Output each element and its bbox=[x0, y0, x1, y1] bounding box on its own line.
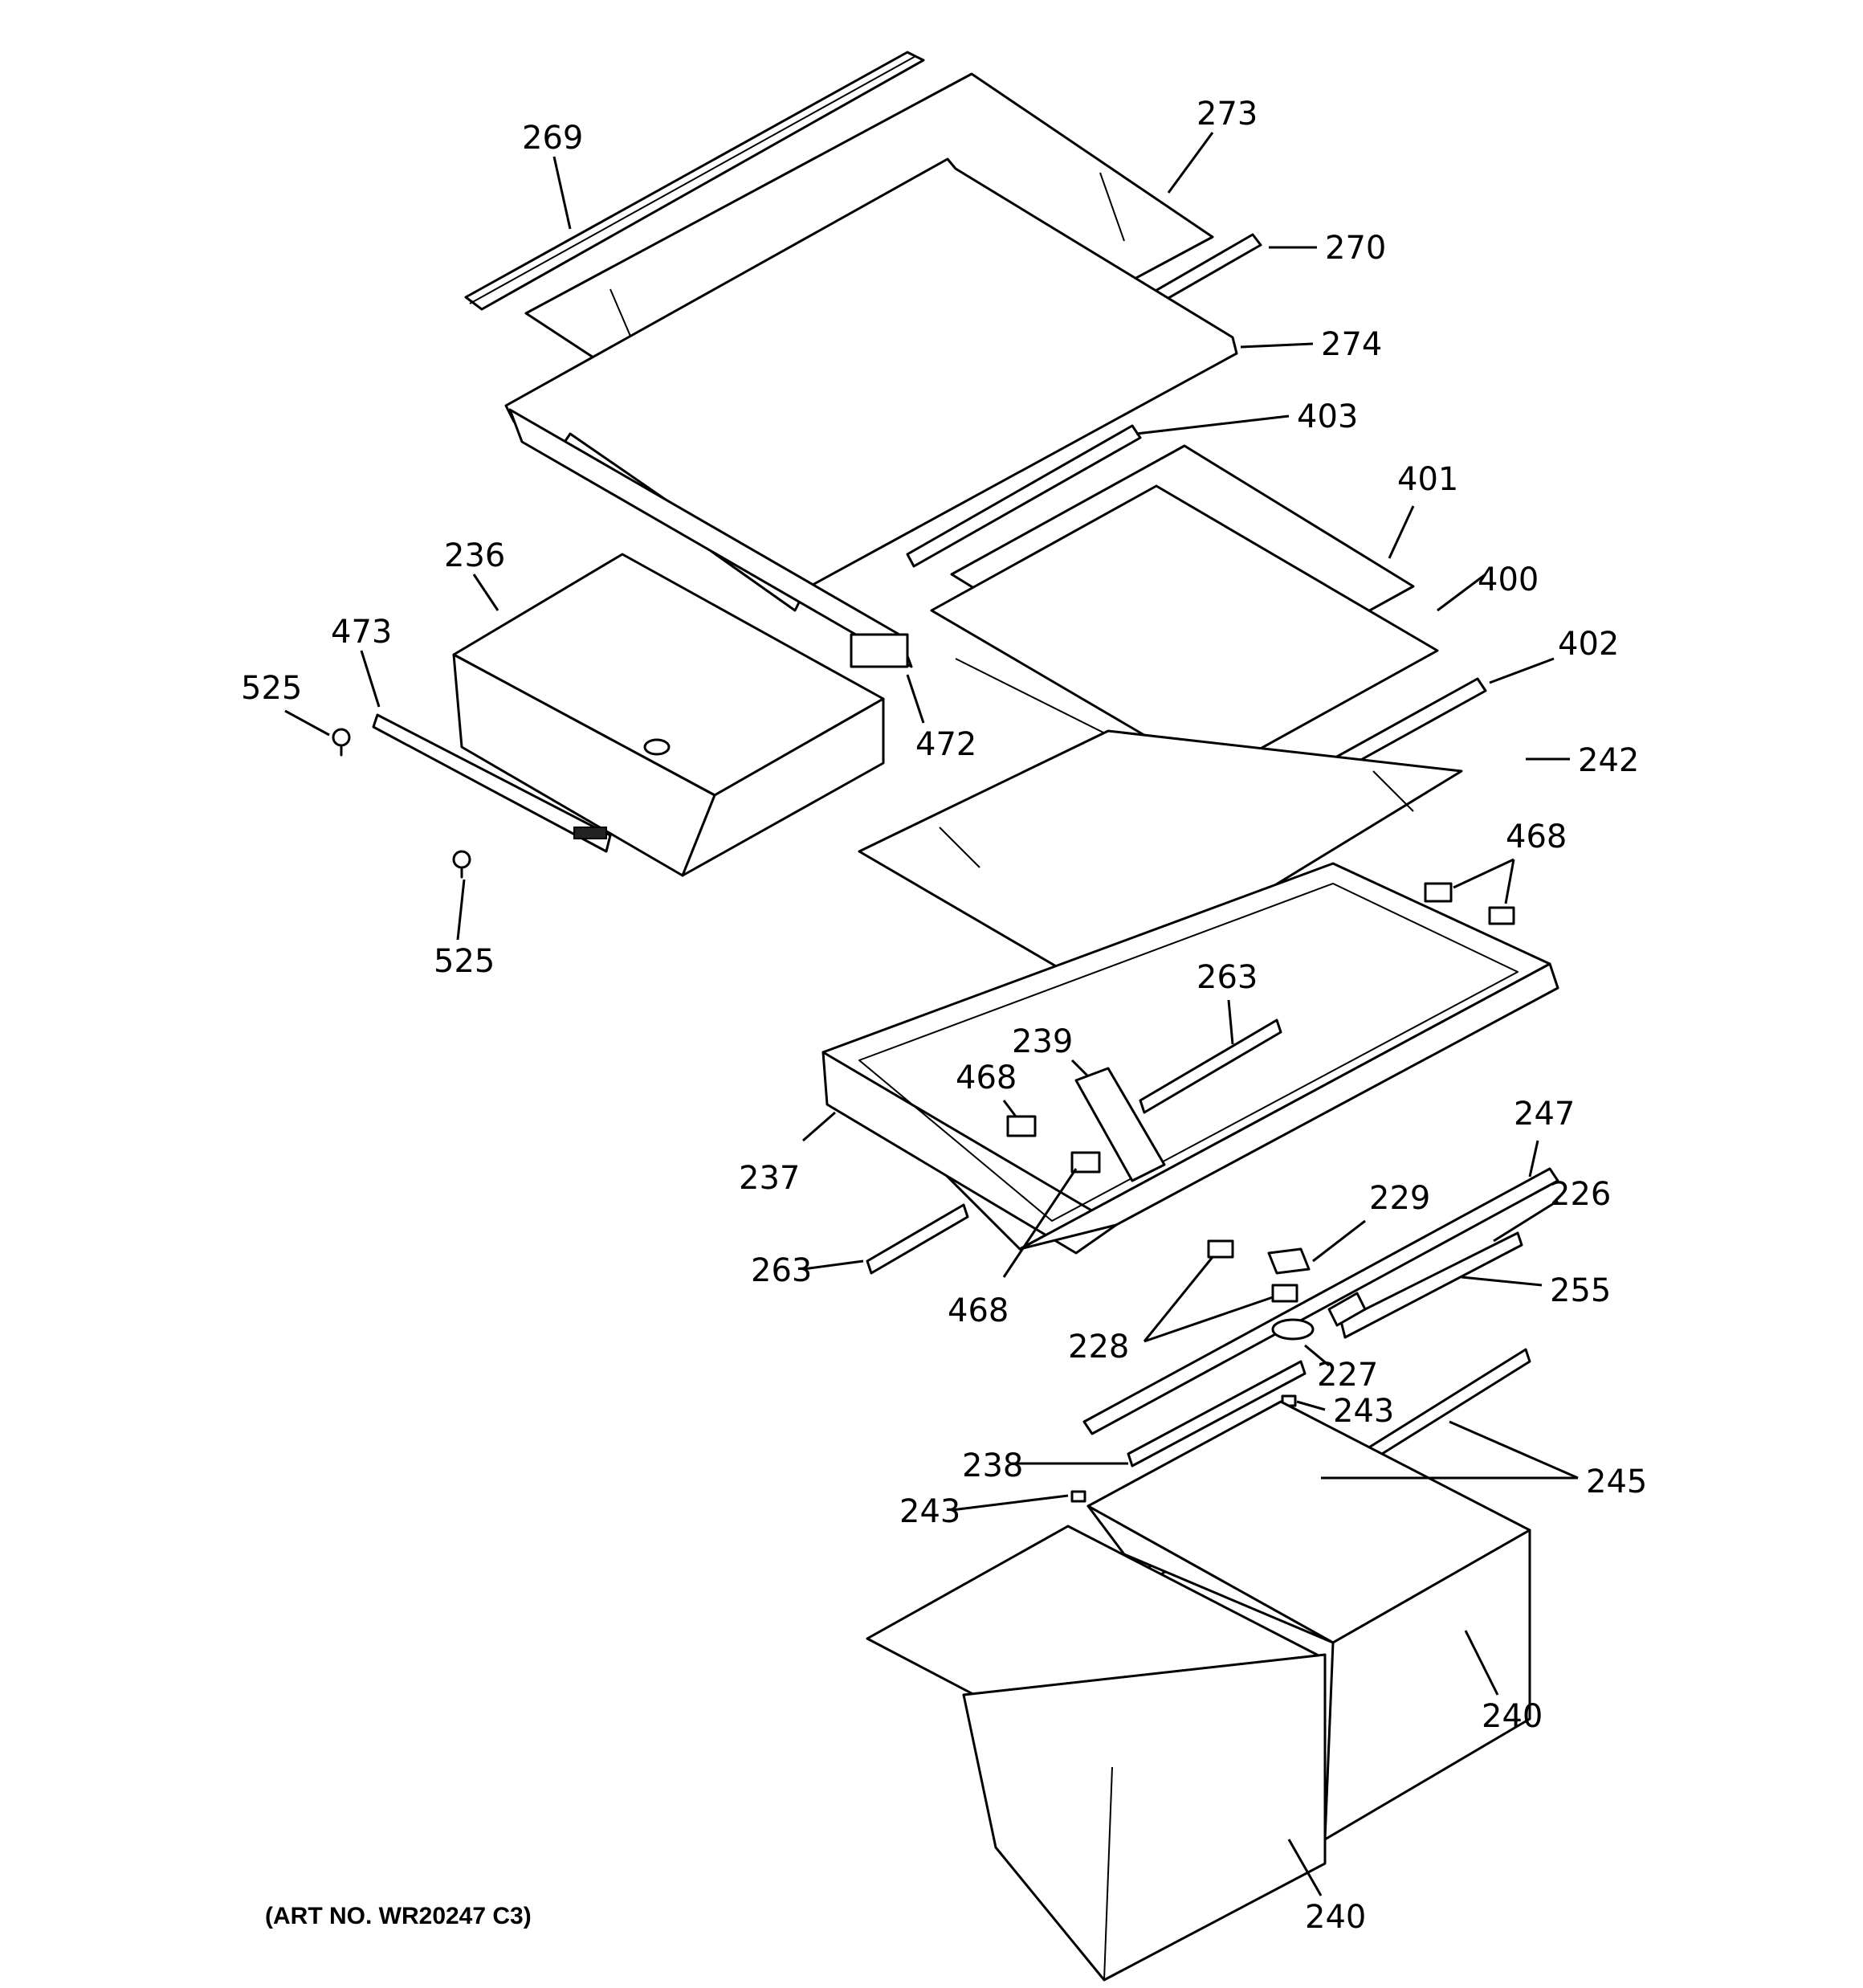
label-274: 274 bbox=[1321, 326, 1382, 363]
art-number: (ART NO. WR20247 C3) bbox=[265, 1903, 532, 1929]
part-240-crisper-drawer-left[interactable] bbox=[866, 1525, 1327, 1982]
part-400-shelf-frame[interactable] bbox=[930, 484, 1439, 777]
part-228-knob[interactable] bbox=[1207, 1239, 1298, 1303]
part-403-rail[interactable] bbox=[906, 424, 1142, 568]
label-525-a: 525 bbox=[241, 670, 302, 707]
label-255: 255 bbox=[1550, 1272, 1611, 1309]
part-525-screw-a[interactable] bbox=[332, 728, 351, 757]
part-525-screw-b[interactable] bbox=[452, 850, 471, 879]
label-243-a: 243 bbox=[1333, 1393, 1394, 1430]
label-403: 403 bbox=[1297, 398, 1358, 435]
label-473: 473 bbox=[331, 614, 392, 651]
part-236-deli-drawer[interactable] bbox=[452, 553, 885, 877]
label-402: 402 bbox=[1558, 626, 1619, 663]
label-243-b: 243 bbox=[899, 1493, 960, 1530]
part-labels: 269 273 270 274 403 401 400 402 242 236 … bbox=[241, 96, 1647, 1936]
label-242: 242 bbox=[1578, 742, 1639, 779]
part-263-track-lower[interactable] bbox=[866, 1203, 969, 1275]
label-237: 237 bbox=[739, 1160, 800, 1197]
label-273: 273 bbox=[1196, 96, 1258, 133]
label-236: 236 bbox=[444, 537, 505, 574]
label-226: 226 bbox=[1550, 1176, 1611, 1213]
label-240-b: 240 bbox=[1305, 1899, 1366, 1936]
part-255-vent[interactable] bbox=[1339, 1231, 1523, 1339]
label-227: 227 bbox=[1317, 1357, 1378, 1394]
label-270: 270 bbox=[1325, 230, 1386, 267]
label-468-c: 468 bbox=[948, 1292, 1009, 1329]
label-269: 269 bbox=[522, 120, 583, 157]
part-263-track-upper[interactable] bbox=[1139, 1018, 1282, 1114]
part-468-clip-c[interactable] bbox=[1070, 1151, 1101, 1174]
part-247-trim-bar[interactable] bbox=[1082, 1167, 1559, 1435]
leader-lines bbox=[284, 132, 1579, 1896]
part-472-slide-rail[interactable] bbox=[508, 408, 913, 668]
part-238-vent[interactable] bbox=[1127, 1360, 1307, 1468]
part-240-crisper-drawer-right[interactable] bbox=[1086, 1400, 1531, 1841]
label-247: 247 bbox=[1514, 1096, 1575, 1133]
label-400: 400 bbox=[1478, 561, 1539, 598]
label-263-b: 263 bbox=[751, 1252, 812, 1289]
part-473-drawer-rail[interactable] bbox=[372, 713, 612, 853]
label-238: 238 bbox=[962, 1447, 1023, 1484]
part-229-lever[interactable] bbox=[1267, 1247, 1311, 1275]
label-245: 245 bbox=[1586, 1463, 1647, 1500]
label-263-a: 263 bbox=[1196, 959, 1258, 996]
label-240-a: 240 bbox=[1482, 1698, 1543, 1735]
part-468-clip-a[interactable] bbox=[1424, 882, 1515, 925]
label-525-b: 525 bbox=[434, 943, 495, 980]
label-229: 229 bbox=[1369, 1180, 1430, 1217]
part-468-clip-b[interactable] bbox=[1006, 1115, 1037, 1137]
part-243-clip-b[interactable] bbox=[1070, 1490, 1086, 1503]
part-239-slide-mechanism[interactable] bbox=[1074, 1067, 1166, 1182]
part-242-glass-cover[interactable] bbox=[858, 729, 1463, 994]
label-239: 239 bbox=[1012, 1023, 1073, 1060]
part-269-shelf-trim[interactable] bbox=[464, 51, 925, 311]
part-227-handle[interactable] bbox=[1271, 1318, 1315, 1341]
label-468-a: 468 bbox=[1506, 818, 1567, 855]
label-472: 472 bbox=[915, 726, 976, 763]
part-237-crisper-cover-frame[interactable] bbox=[821, 862, 1559, 1255]
label-228: 228 bbox=[1068, 1329, 1129, 1365]
label-401: 401 bbox=[1397, 461, 1458, 498]
part-226-slider[interactable] bbox=[1327, 1292, 1367, 1327]
label-468-b: 468 bbox=[956, 1059, 1017, 1096]
